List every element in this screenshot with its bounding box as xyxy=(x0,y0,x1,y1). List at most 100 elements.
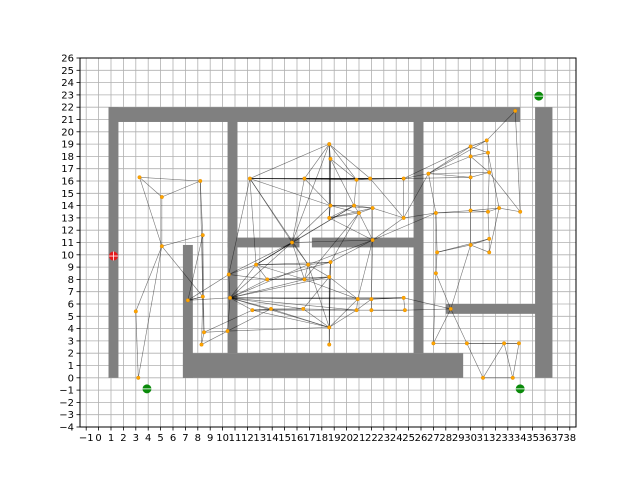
roadmap-node xyxy=(464,341,469,346)
roadmap-node xyxy=(368,176,373,181)
roadmap-node xyxy=(290,240,294,245)
roadmap-node xyxy=(265,277,270,282)
roadmap-node xyxy=(355,297,360,302)
roadmap-edge xyxy=(428,172,490,174)
x-tick-label: 8 xyxy=(195,433,201,444)
roadmap-edge xyxy=(187,274,229,301)
roadmap-edge xyxy=(330,239,373,263)
roadmap-edge xyxy=(403,177,471,179)
roadmap-edge xyxy=(356,298,372,311)
roadmap-edge xyxy=(329,298,358,328)
roadmap-edge xyxy=(203,330,228,333)
y-tick-label: 21 xyxy=(61,115,74,126)
roadmap-node xyxy=(137,175,142,180)
x-tick-label: 21 xyxy=(353,433,366,444)
roadmap-edge xyxy=(403,297,406,311)
roadmap-edge xyxy=(187,297,231,301)
x-tick-label: 14 xyxy=(266,433,279,444)
roadmap-node xyxy=(401,295,406,300)
roadmap-edge xyxy=(252,309,330,328)
roadmap-edge xyxy=(139,177,163,198)
roadmap-edge xyxy=(201,330,228,345)
y-tick-label: 6 xyxy=(68,300,74,311)
roadmap-edge xyxy=(470,140,487,147)
roadmap-edge xyxy=(433,308,452,344)
roadmap-edge xyxy=(229,264,309,299)
x-tick-label: 13 xyxy=(253,433,266,444)
roadmap-edge xyxy=(470,244,490,253)
roadmap-node xyxy=(159,244,164,249)
roadmap-edge xyxy=(291,178,305,243)
y-tick-label: 19 xyxy=(61,140,74,151)
roadmap-edge xyxy=(137,246,163,378)
roadmap-edge xyxy=(428,156,471,174)
y-tick-label: 5 xyxy=(68,312,74,323)
roadmap-edge xyxy=(202,296,205,333)
roadmap-node xyxy=(433,211,438,215)
roadmap-node xyxy=(402,308,407,313)
roadmap-edge xyxy=(358,207,373,214)
x-tick-label: 27 xyxy=(427,433,440,444)
roadmap-edge xyxy=(487,211,490,239)
roadmap-edge xyxy=(292,239,373,243)
roadmap-node xyxy=(250,308,255,313)
roadmap-edge xyxy=(470,146,489,153)
roadmap-edge xyxy=(470,238,490,246)
roadmap-edge xyxy=(304,178,331,206)
roadmap-node xyxy=(254,262,259,267)
roadmap-edge xyxy=(470,156,490,173)
roadmap-edge xyxy=(403,297,451,310)
roadmap-edge xyxy=(304,212,360,280)
roadmap-node xyxy=(302,277,307,282)
roadmap-edge xyxy=(201,296,204,345)
roadmap-edge xyxy=(328,205,331,218)
roadmap-node xyxy=(487,250,492,255)
roadmap-node xyxy=(431,341,436,346)
roadmap-node xyxy=(159,195,164,199)
roadmap-edge xyxy=(466,343,484,378)
roadmap-node xyxy=(487,170,492,175)
roadmap-edge xyxy=(404,308,451,311)
roadmap-node xyxy=(133,309,138,314)
roadmap-edge xyxy=(227,297,231,332)
x-tick-label: 26 xyxy=(415,433,428,444)
y-tick-label: 3 xyxy=(68,336,74,347)
roadmap-edge xyxy=(329,276,358,300)
roadmap-edge xyxy=(255,264,268,280)
roadmap-edge xyxy=(403,173,429,179)
y-tick-label: 25 xyxy=(61,66,74,77)
y-tick-label: −4 xyxy=(59,423,74,434)
x-tick-label: 35 xyxy=(526,433,539,444)
roadmap-edge xyxy=(270,308,330,328)
roadmap-node xyxy=(435,250,440,255)
roadmap-edge xyxy=(229,264,257,299)
roadmap-edge xyxy=(267,276,330,280)
roadmap-edge xyxy=(291,242,309,265)
roadmap-edge xyxy=(433,273,437,344)
x-tick-label: 4 xyxy=(145,433,151,444)
y-tick-label: 0 xyxy=(68,373,74,384)
roadmap-edge xyxy=(199,180,204,297)
x-tick-label: 25 xyxy=(402,433,415,444)
y-tick-label: 10 xyxy=(61,250,74,261)
roadmap-edge xyxy=(229,279,268,299)
roadmap-node xyxy=(468,154,473,159)
roadmap-edge xyxy=(428,173,471,178)
obstacle-wall xyxy=(227,237,300,248)
roadmap-edge xyxy=(291,143,330,243)
roadmap-node xyxy=(481,375,485,380)
roadmap-node xyxy=(468,243,473,247)
roadmap-edge xyxy=(308,239,373,265)
y-axis-ticks: −4−3−2−101234567891011121314151617181920… xyxy=(59,54,80,434)
roadmap-edge xyxy=(255,264,305,280)
y-tick-label: 1 xyxy=(68,361,74,372)
x-tick-label: 15 xyxy=(278,433,291,444)
roadmap-edge xyxy=(187,296,203,301)
roadmap-edge xyxy=(161,234,203,247)
roadmap-edge xyxy=(228,242,293,275)
roadmap-edge xyxy=(291,205,331,243)
obstacle-wall xyxy=(535,107,553,378)
x-tick-label: 24 xyxy=(390,433,403,444)
roadmap-edge xyxy=(202,235,205,333)
roadmap-edge xyxy=(372,217,404,241)
